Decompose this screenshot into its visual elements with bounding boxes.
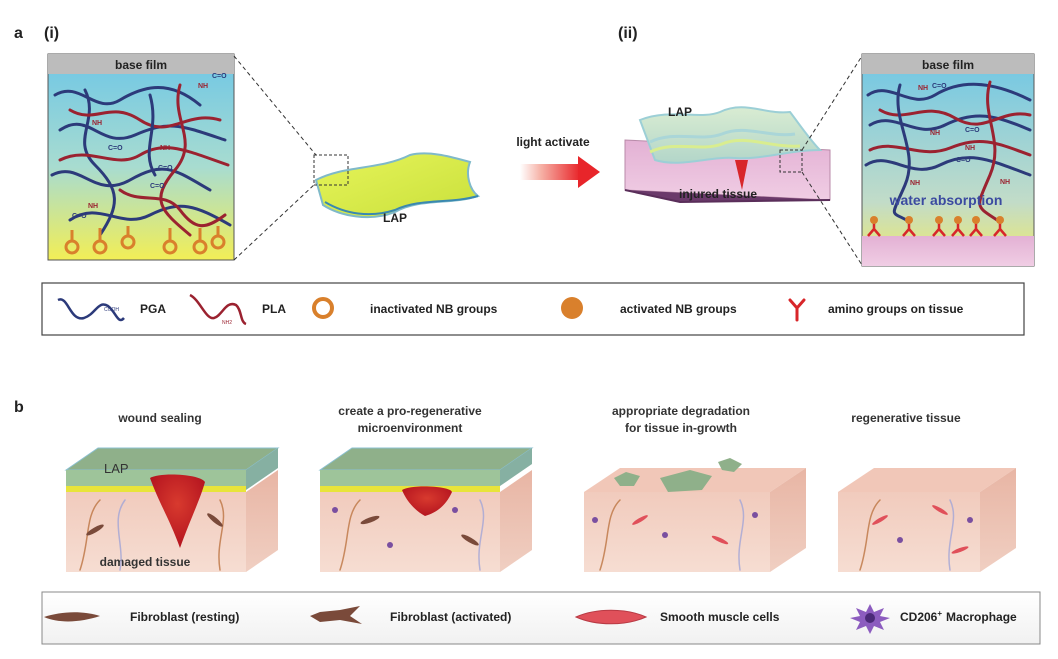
svg-text:C=O: C=O [956, 157, 971, 164]
activated-nb-icon [561, 297, 583, 319]
tissue-fibers [79, 499, 955, 571]
arrow-label: light activate [516, 135, 590, 149]
lap-on-block-label: LAP [104, 461, 129, 476]
fibroblast-resting-icon [44, 612, 100, 622]
svg-text:NH: NH [88, 203, 98, 210]
inactivated-nb-icon [312, 297, 334, 319]
svg-text:C=O: C=O [108, 145, 123, 152]
svg-text:NH: NH [92, 120, 102, 127]
lap-film-flat [313, 152, 481, 219]
panel-a-sub-i: (i) [44, 25, 59, 42]
pla-chain-icon [189, 293, 247, 326]
legend-smc: Smooth muscle cells [660, 610, 780, 624]
svg-text:NH2: NH2 [222, 320, 232, 326]
water-absorption-label: water absorption [889, 192, 1003, 208]
pga-chain-icon [57, 298, 125, 322]
amino-group-icon [788, 298, 806, 322]
stage-3-title-line2: for tissue in-growth [625, 421, 737, 435]
svg-text:NH: NH [160, 145, 170, 152]
stage-1-block [64, 447, 280, 572]
stage-3-title-line1: appropriate degradation [612, 404, 750, 418]
macrophage-icon [850, 604, 890, 634]
svg-text:NH: NH [930, 130, 940, 137]
svg-text:C=O: C=O [932, 83, 947, 90]
legend-mac: CD206+Macrophage [900, 609, 1017, 624]
stage-3-block [584, 458, 806, 572]
svg-text:COOH: COOH [104, 307, 119, 313]
damaged-tissue-label: damaged tissue [100, 555, 191, 569]
left-inset-title: base film [115, 58, 167, 72]
stage-2-title-line2: microenvironment [358, 421, 463, 435]
injured-tissue-label: injured tissue [679, 187, 757, 201]
stage-2-block [318, 447, 534, 572]
right-inset: base film NH C=O NH C=O NH C=O NH NH wat… [861, 53, 1035, 267]
legend-amino-label: amino groups on tissue [828, 302, 964, 316]
legend-fib-act: Fibroblast (activated) [390, 610, 511, 624]
stage-4-title: regenerative tissue [851, 411, 961, 425]
panel-a-letter: a [14, 25, 23, 42]
svg-text:NH: NH [1000, 179, 1010, 186]
legend-pla-label: PLA [262, 302, 286, 316]
svg-text:NH: NH [910, 180, 920, 187]
svg-text:NH: NH [918, 85, 928, 92]
left-inset: base film NH C=O NH C=O NH C=O C=O NH C=… [47, 53, 235, 261]
svg-text:NH: NH [198, 83, 208, 90]
legend-inactivated-label: inactivated NB groups [370, 302, 498, 316]
svg-text:C=O: C=O [150, 183, 165, 190]
stage-4-block [838, 468, 1016, 572]
legend-pga-label: PGA [140, 302, 166, 316]
panel-a-legend: COOH PGA NH2 PLA inactivated NB groups a… [41, 282, 1025, 336]
right-inset-title: base film [922, 58, 974, 72]
svg-text:C=O: C=O [72, 213, 87, 220]
legend-activated-label: activated NB groups [620, 302, 737, 316]
legend-fib-rest: Fibroblast (resting) [130, 610, 239, 624]
lap-on-tissue [624, 106, 831, 204]
panel-b-legend: Fibroblast (resting) Fibroblast (activat… [41, 591, 1041, 645]
svg-text:C=O: C=O [965, 127, 980, 134]
light-activate-arrow [520, 156, 600, 188]
svg-text:NH: NH [965, 145, 975, 152]
smooth-muscle-icon [574, 609, 648, 625]
stage-1-title: wound sealing [117, 411, 201, 425]
panel-b-letter: b [14, 399, 24, 416]
tissue-cells [86, 505, 973, 554]
svg-text:C=O: C=O [212, 73, 227, 80]
lap-label-tissue: LAP [668, 105, 692, 119]
fibroblast-activated-icon [310, 606, 362, 624]
svg-text:C=O: C=O [158, 165, 173, 172]
stage-2-title-line1: create a pro-regenerative [338, 404, 482, 418]
panel-a-sub-ii: (ii) [618, 25, 638, 42]
lap-label-flat: LAP [383, 211, 407, 225]
